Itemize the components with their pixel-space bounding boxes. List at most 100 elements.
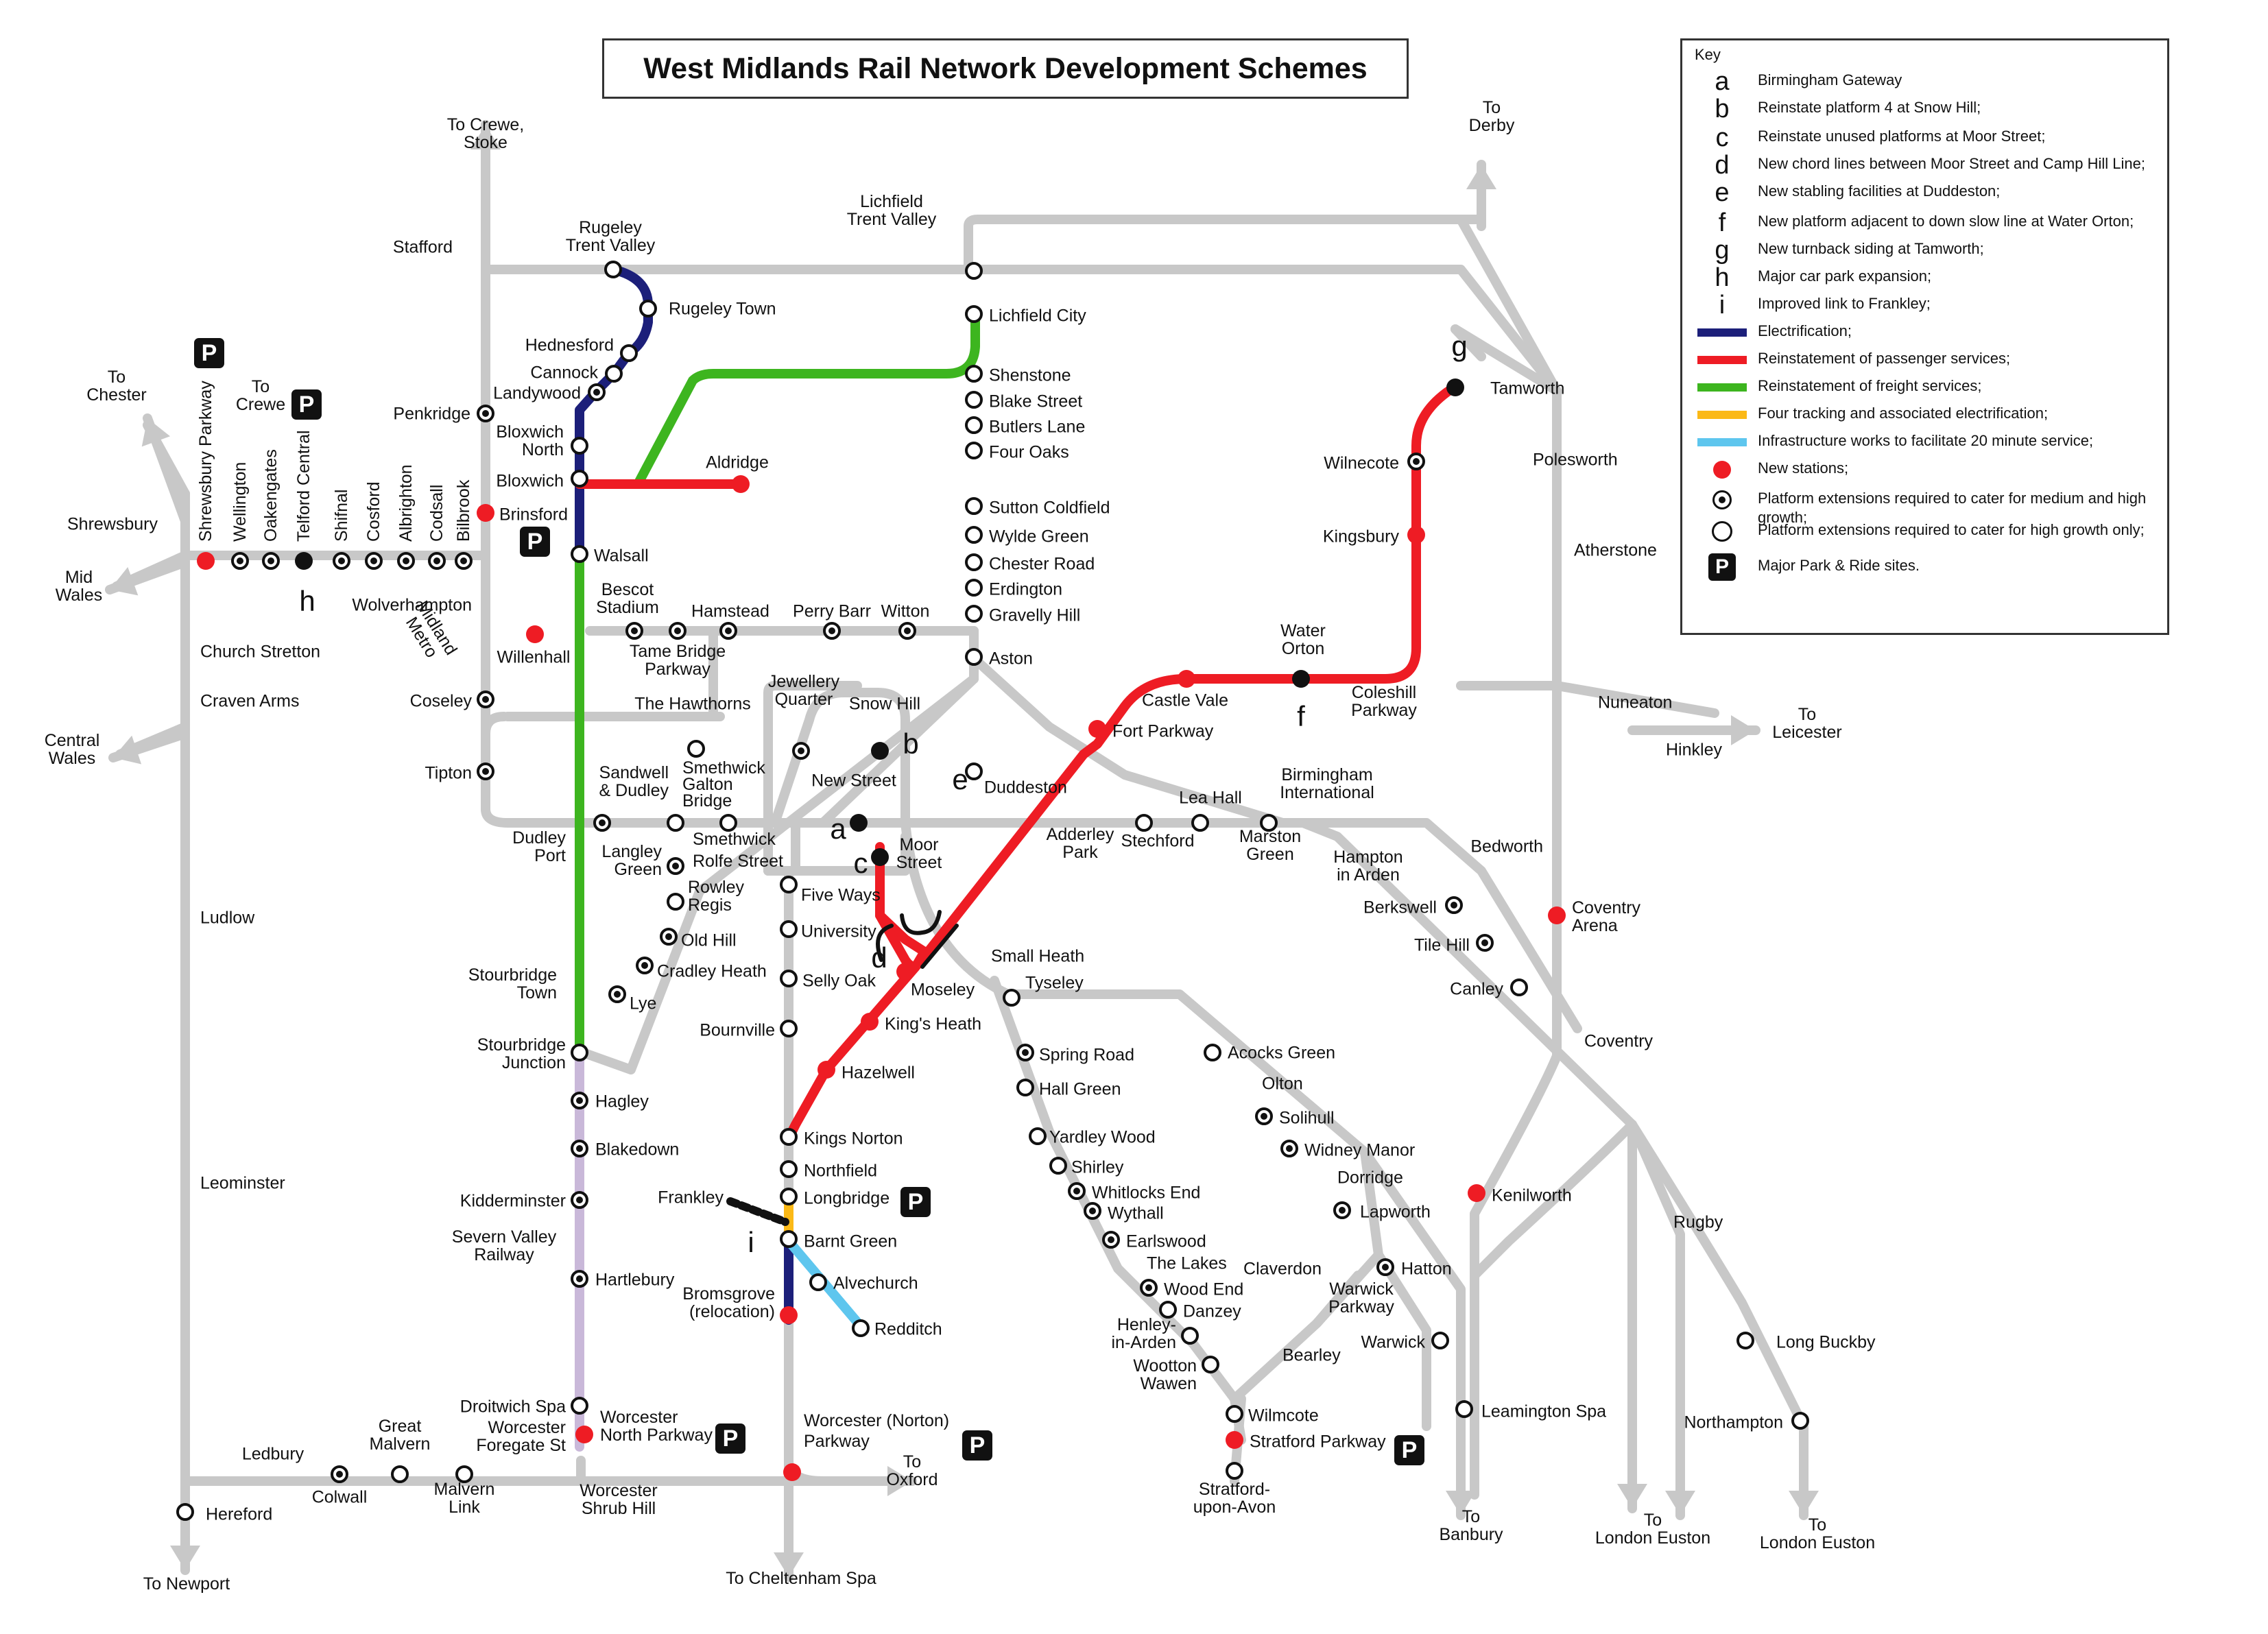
station-label: Sutton Coldfield (989, 498, 1110, 518)
network-line (1451, 324, 1486, 361)
station-label: Lea Hall (1179, 789, 1242, 808)
station-marker-open (965, 579, 983, 597)
station-marker-dot (336, 1471, 343, 1478)
station-label: Kings Norton (804, 1129, 903, 1149)
station-label: Spring Road (1039, 1046, 1134, 1065)
station-butlers-lane (965, 416, 983, 434)
station-marker-open (1029, 1127, 1047, 1145)
station-danzey (1159, 1301, 1177, 1319)
station-label: Wythall (1108, 1204, 1164, 1223)
key-description: Major car park expansion; (1758, 267, 1932, 285)
station-marker-open (604, 261, 622, 278)
station-chester-road (965, 553, 983, 571)
station-marker-open (571, 1044, 588, 1061)
station-marker-open (687, 740, 705, 758)
station-marker-open (1260, 814, 1278, 832)
station-marker-open (965, 391, 983, 409)
key-description: Infrastructure works to facilitate 20 mi… (1758, 432, 2094, 449)
station-label: Coseley (410, 692, 473, 711)
key-description: Reinstate platform 4 at Snow Hill; (1758, 99, 1981, 116)
station-wilmcote (1226, 1405, 1243, 1423)
station-marker-dot (1382, 1264, 1389, 1271)
chord-line (920, 924, 959, 969)
station-cosford (365, 552, 383, 570)
park-and-ride-box (962, 1430, 992, 1461)
station-marker-open (965, 442, 983, 459)
key-description: Reinstatement of passenger services; (1758, 350, 2011, 367)
key-description: Platform extensions required to cater fo… (1758, 521, 2145, 538)
station-erdington (965, 579, 983, 597)
station-wylde-green (965, 526, 983, 544)
station-label: Worcester (Norton)Parkway (804, 1411, 949, 1451)
station-label: Gravelly Hill (989, 606, 1080, 625)
network-line (578, 674, 979, 1074)
arrow-head-icon (887, 1466, 912, 1496)
station-marker-open (1191, 814, 1209, 832)
station-marker-new (896, 963, 914, 981)
station-marker-open (965, 605, 983, 623)
station-marker-dot (576, 1197, 583, 1203)
station-marker-open (852, 1319, 870, 1337)
station-marker-open (571, 437, 588, 455)
station-marker-open (780, 1020, 798, 1037)
station-marker-new (575, 1426, 593, 1443)
station-marker-dot (576, 1097, 583, 1104)
station-label: Whitlocks End (1092, 1184, 1200, 1203)
park-and-ride-letter: P (1402, 1437, 1418, 1463)
station-stratford-parkway (1226, 1431, 1243, 1449)
station-label: Selly Oak (802, 972, 876, 991)
station-hednesford (620, 344, 638, 362)
station-marker-interchange (871, 742, 889, 760)
park-and-ride-letter: P (723, 1426, 739, 1452)
station-university (780, 920, 798, 938)
station-marker-dot (460, 557, 467, 564)
station-rugeley-town (639, 300, 657, 317)
station-shirley (1049, 1157, 1067, 1175)
station-coseley (477, 690, 494, 708)
key-description: New platform adjacent to down slow line … (1758, 213, 2134, 230)
station-label: Wilnecote (1324, 454, 1399, 473)
scheme-letter-g: g (1451, 330, 1467, 362)
key-row: Reinstatement of passenger services; (1682, 346, 2162, 374)
station-label: Bedworth (1470, 837, 1543, 856)
station-marker-dot (1073, 1188, 1080, 1194)
destination-arrows (105, 120, 1819, 1582)
park-and-ride-icon: P (962, 1430, 992, 1461)
station-label: Longbridge (804, 1189, 890, 1208)
station-rowley-regis (667, 893, 684, 911)
station-sutton-coldfield (965, 497, 983, 515)
station-lichfield-city (965, 305, 983, 323)
station-label: Rugby (1673, 1213, 1723, 1232)
key-line-swatch (1697, 411, 1747, 419)
key-line-swatch (1697, 328, 1747, 337)
station-moseley (896, 963, 914, 981)
station-lea-hall (1191, 814, 1209, 832)
station-label: Walsall (594, 546, 649, 566)
station-label: Lapworth (1360, 1203, 1431, 1222)
station-canley (1510, 978, 1528, 996)
scheme-letter-a: a (830, 813, 846, 845)
station-marker-dot (672, 863, 679, 869)
key-line-swatch (1697, 383, 1747, 392)
station-long-buckby (1736, 1332, 1754, 1349)
station-label: Cradley Heath (657, 962, 767, 981)
station-label: Redditch (874, 1320, 942, 1339)
station-marker-dot (1145, 1284, 1152, 1291)
station-label: Barnt Green (804, 1232, 897, 1251)
station-label: Colwall (312, 1488, 368, 1507)
station-marker-interchange (295, 552, 313, 570)
